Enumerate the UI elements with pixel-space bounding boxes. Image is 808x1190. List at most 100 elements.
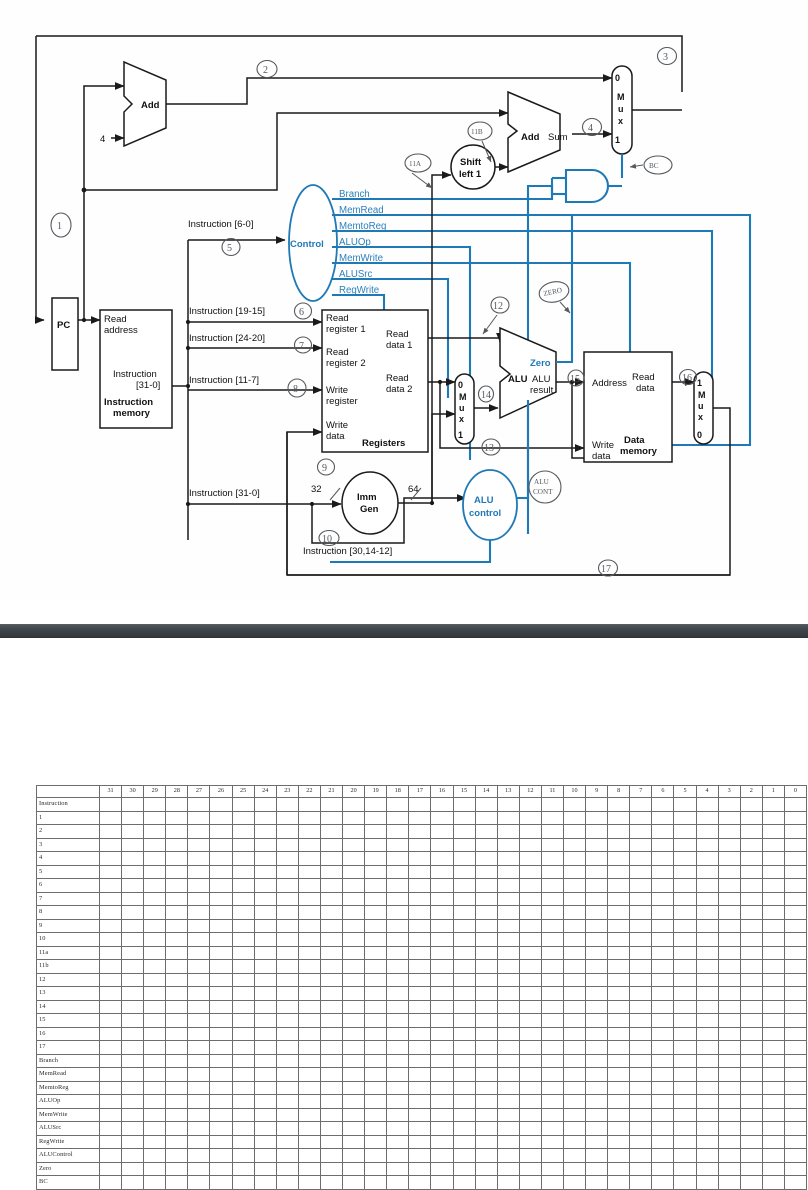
worksheet-cell[interactable] [651, 932, 675, 947]
worksheet-cell[interactable] [386, 986, 410, 1001]
worksheet-cell[interactable] [540, 891, 564, 906]
worksheet-cell[interactable] [518, 824, 542, 839]
worksheet-cell[interactable] [651, 1053, 675, 1068]
worksheet-cell[interactable] [342, 1067, 366, 1082]
worksheet-cell[interactable] [386, 1053, 410, 1068]
worksheet-cell[interactable] [585, 1121, 609, 1136]
worksheet-cell[interactable] [717, 905, 741, 920]
worksheet-cell[interactable] [629, 1026, 653, 1041]
worksheet-cell[interactable] [739, 851, 763, 866]
worksheet-cell[interactable] [585, 999, 609, 1014]
worksheet-cell[interactable] [297, 1161, 321, 1176]
worksheet-cell[interactable] [408, 905, 432, 920]
worksheet-cell[interactable] [496, 797, 520, 812]
worksheet-cell[interactable] [562, 1121, 587, 1136]
worksheet-cell[interactable] [253, 999, 277, 1014]
worksheet-cell[interactable] [474, 999, 498, 1014]
worksheet-cell[interactable] [231, 1013, 255, 1028]
worksheet-cell[interactable] [231, 1161, 255, 1176]
worksheet-cell[interactable] [386, 1094, 410, 1109]
worksheet-cell[interactable] [452, 1067, 476, 1082]
worksheet-cell[interactable] [717, 945, 741, 960]
worksheet-cell[interactable] [474, 878, 498, 893]
worksheet-cell[interactable] [518, 1026, 542, 1041]
worksheet-cell[interactable] [585, 1013, 609, 1028]
worksheet-cell[interactable] [518, 1148, 542, 1163]
worksheet-cell[interactable] [386, 1040, 410, 1055]
worksheet-cell[interactable] [629, 864, 653, 879]
worksheet-cell[interactable] [297, 1080, 321, 1095]
worksheet-cell[interactable] [496, 891, 520, 906]
worksheet-cell[interactable] [518, 1161, 542, 1176]
worksheet-cell[interactable] [165, 1040, 189, 1055]
worksheet-cell[interactable] [540, 810, 564, 825]
worksheet-cell[interactable] [231, 999, 255, 1014]
worksheet-cell[interactable] [253, 837, 277, 852]
worksheet-cell[interactable] [231, 1067, 255, 1082]
worksheet-cell[interactable] [342, 851, 366, 866]
worksheet-cell[interactable] [607, 1121, 631, 1136]
worksheet-cell[interactable] [364, 851, 388, 866]
worksheet-cell[interactable] [673, 1134, 697, 1149]
worksheet-cell[interactable] [739, 1134, 763, 1149]
worksheet-cell[interactable] [673, 905, 697, 920]
worksheet-cell[interactable] [319, 918, 344, 933]
worksheet-cell[interactable] [673, 932, 697, 947]
worksheet-cell[interactable] [98, 986, 123, 1001]
worksheet-cell[interactable] [275, 864, 299, 879]
worksheet-cell[interactable] [739, 1040, 763, 1055]
worksheet-cell[interactable] [518, 972, 542, 987]
worksheet-cell[interactable] [319, 1026, 344, 1041]
worksheet-cell[interactable] [761, 932, 785, 947]
worksheet-cell[interactable] [739, 797, 763, 812]
worksheet-cell[interactable] [673, 864, 697, 879]
worksheet-cell[interactable] [496, 1053, 520, 1068]
worksheet-cell[interactable] [342, 1013, 366, 1028]
worksheet-cell[interactable] [342, 1040, 366, 1055]
worksheet-cell[interactable] [452, 797, 476, 812]
worksheet-cell[interactable] [319, 810, 344, 825]
worksheet-cell[interactable] [739, 1013, 763, 1028]
worksheet-cell[interactable] [607, 945, 631, 960]
worksheet-cell[interactable] [319, 959, 344, 974]
worksheet-cell[interactable] [540, 1175, 564, 1190]
worksheet-cell[interactable] [717, 1121, 741, 1136]
worksheet-cell[interactable] [297, 891, 321, 906]
worksheet-cell[interactable] [783, 1161, 808, 1176]
worksheet-cell[interactable] [187, 999, 211, 1014]
worksheet-cell[interactable] [121, 1134, 145, 1149]
worksheet-cell[interactable] [209, 1040, 233, 1055]
worksheet-cell[interactable] [386, 851, 410, 866]
worksheet-cell[interactable] [297, 932, 321, 947]
worksheet-cell[interactable] [474, 810, 498, 825]
worksheet-cell[interactable] [607, 999, 631, 1014]
worksheet-cell[interactable] [562, 851, 587, 866]
worksheet-cell[interactable] [209, 824, 233, 839]
worksheet-cell[interactable] [540, 1080, 564, 1095]
worksheet-cell[interactable] [496, 999, 520, 1014]
worksheet-cell[interactable] [165, 864, 189, 879]
worksheet-cell[interactable] [121, 891, 145, 906]
worksheet-cell[interactable] [607, 864, 631, 879]
worksheet-cell[interactable] [739, 905, 763, 920]
worksheet-cell[interactable] [452, 851, 476, 866]
worksheet-cell[interactable] [386, 797, 410, 812]
worksheet-cell[interactable] [562, 824, 587, 839]
worksheet-cell[interactable] [231, 986, 255, 1001]
worksheet-cell[interactable] [342, 797, 366, 812]
worksheet-cell[interactable] [585, 1026, 609, 1041]
worksheet-cell[interactable] [739, 932, 763, 947]
worksheet-cell[interactable] [562, 1148, 587, 1163]
worksheet-cell[interactable] [165, 1148, 189, 1163]
worksheet-cell[interactable] [165, 810, 189, 825]
worksheet-cell[interactable] [253, 905, 277, 920]
worksheet-cell[interactable] [98, 797, 123, 812]
worksheet-cell[interactable] [562, 999, 587, 1014]
worksheet-cell[interactable] [629, 1134, 653, 1149]
worksheet-cell[interactable] [585, 797, 609, 812]
worksheet-cell[interactable] [585, 972, 609, 987]
worksheet-cell[interactable] [651, 864, 675, 879]
worksheet-cell[interactable] [651, 986, 675, 1001]
worksheet-cell[interactable] [297, 1053, 321, 1068]
worksheet-cell[interactable] [98, 972, 123, 987]
